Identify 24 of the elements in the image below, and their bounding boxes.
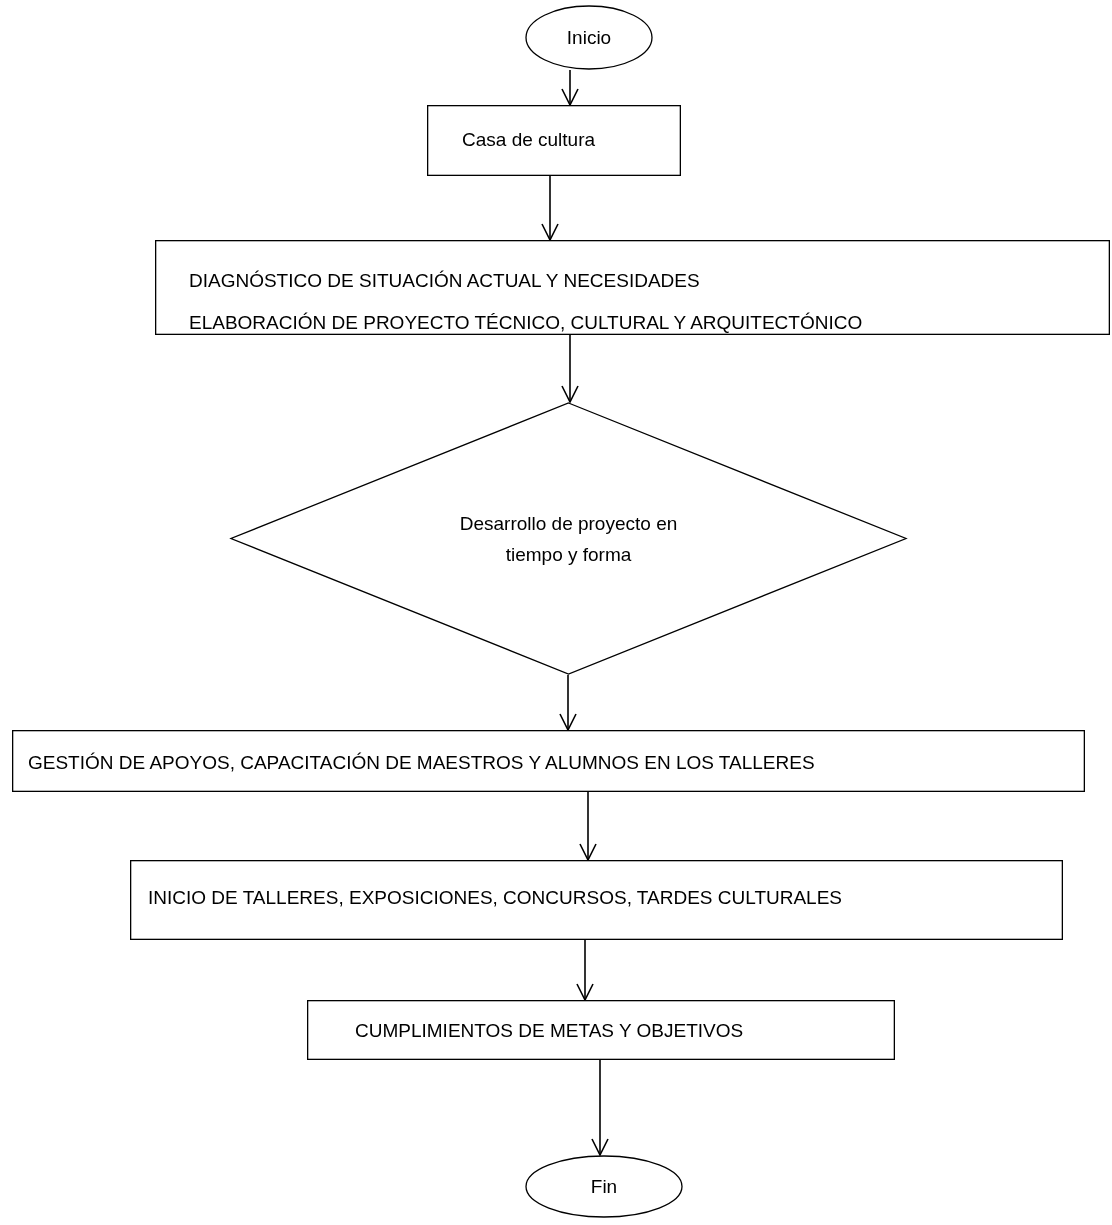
arrow <box>561 334 579 403</box>
arrow <box>576 939 594 1001</box>
arrow <box>559 674 577 731</box>
process-box <box>130 860 1063 940</box>
decision-diamond <box>230 402 907 675</box>
node-text: INICIO DE TALLERES, EXPOSICIONES, CONCURSOS, TARDES CULTURALES <box>148 887 842 909</box>
process-box <box>155 240 1110 335</box>
arrow <box>579 791 597 861</box>
arrow <box>541 175 559 241</box>
process-box <box>307 1000 895 1060</box>
process-box <box>427 105 681 176</box>
node-text: DIAGNÓSTICO DE SITUACIÓN ACTUAL Y NECESIDADES <box>189 270 700 292</box>
node-text: Fin <box>590 1175 618 1198</box>
node-text: CUMPLIMIENTOS DE METAS Y OBJETIVOS <box>355 1020 744 1042</box>
terminal-ellipse <box>525 1155 683 1218</box>
arrow <box>561 69 579 106</box>
node-text: Desarrollo de proyecto en tiempo y forma <box>458 511 679 567</box>
node-text: Inicio <box>566 26 612 49</box>
node-text: Casa de cultura <box>462 129 596 151</box>
arrow <box>591 1059 609 1156</box>
process-box <box>12 730 1085 792</box>
node-text: ELABORACIÓN DE PROYECTO TÉCNICO, CULTURAL Y ARQUITECTÓNICO <box>189 312 863 334</box>
node-text: GESTIÓN DE APOYOS, CAPACITACIÓN DE MAESTROS Y ALUMNOS EN LOS TALLERES <box>28 752 815 774</box>
terminal-ellipse <box>525 5 653 70</box>
